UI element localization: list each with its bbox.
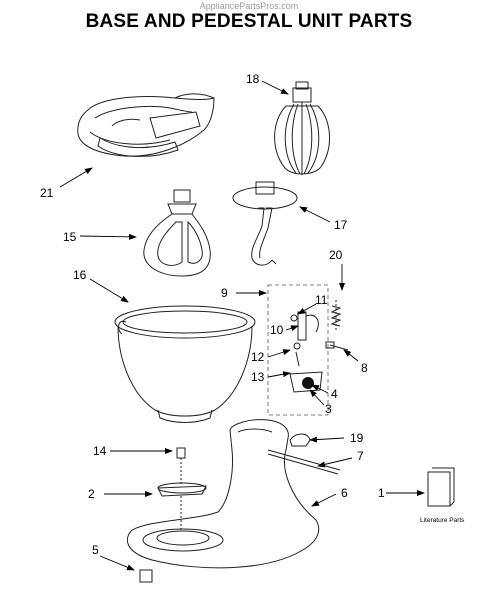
page-title: BASE AND PEDESTAL UNIT PARTS <box>85 11 413 32</box>
dough-hook-part <box>232 181 298 266</box>
literature-parts-label: Literature Parts <box>420 517 465 524</box>
pouring-shield-part <box>77 93 215 157</box>
flat-beater-part <box>143 189 211 277</box>
callout-2: 2 <box>88 487 95 501</box>
callout-16: 16 <box>73 268 87 282</box>
callout-18: 18 <box>246 72 260 86</box>
callout-7: 7 <box>357 449 364 463</box>
hinge-assembly-part <box>267 284 349 416</box>
callout-labels: 21 18 15 17 16 20 9 11 10 12 8 13 4 3 19… <box>40 72 465 557</box>
callout-17: 17 <box>334 218 348 232</box>
callout-8: 8 <box>361 361 368 375</box>
literature-part <box>427 467 455 507</box>
callout-3: 3 <box>325 402 332 416</box>
callout-12: 12 <box>251 350 265 364</box>
callout-19: 19 <box>350 431 364 445</box>
callout-10: 10 <box>270 323 284 337</box>
callout-14: 14 <box>93 444 107 458</box>
callout-9: 9 <box>221 286 228 300</box>
callout-4: 4 <box>331 387 338 401</box>
callout-5: 5 <box>92 543 99 557</box>
watermark: AppliancePartsPros.com <box>199 1 299 11</box>
callout-13: 13 <box>251 370 265 384</box>
callout-15: 15 <box>63 230 77 244</box>
wire-whip-part <box>274 81 331 175</box>
callout-21: 21 <box>40 186 54 200</box>
mixing-bowl-part <box>114 305 256 423</box>
callout-20: 20 <box>329 248 343 262</box>
callout-6: 6 <box>341 486 348 500</box>
leader-lines <box>59 80 425 571</box>
pedestal-stand-part <box>126 419 341 583</box>
callout-1: 1 <box>378 486 385 500</box>
callout-11: 11 <box>315 293 328 307</box>
